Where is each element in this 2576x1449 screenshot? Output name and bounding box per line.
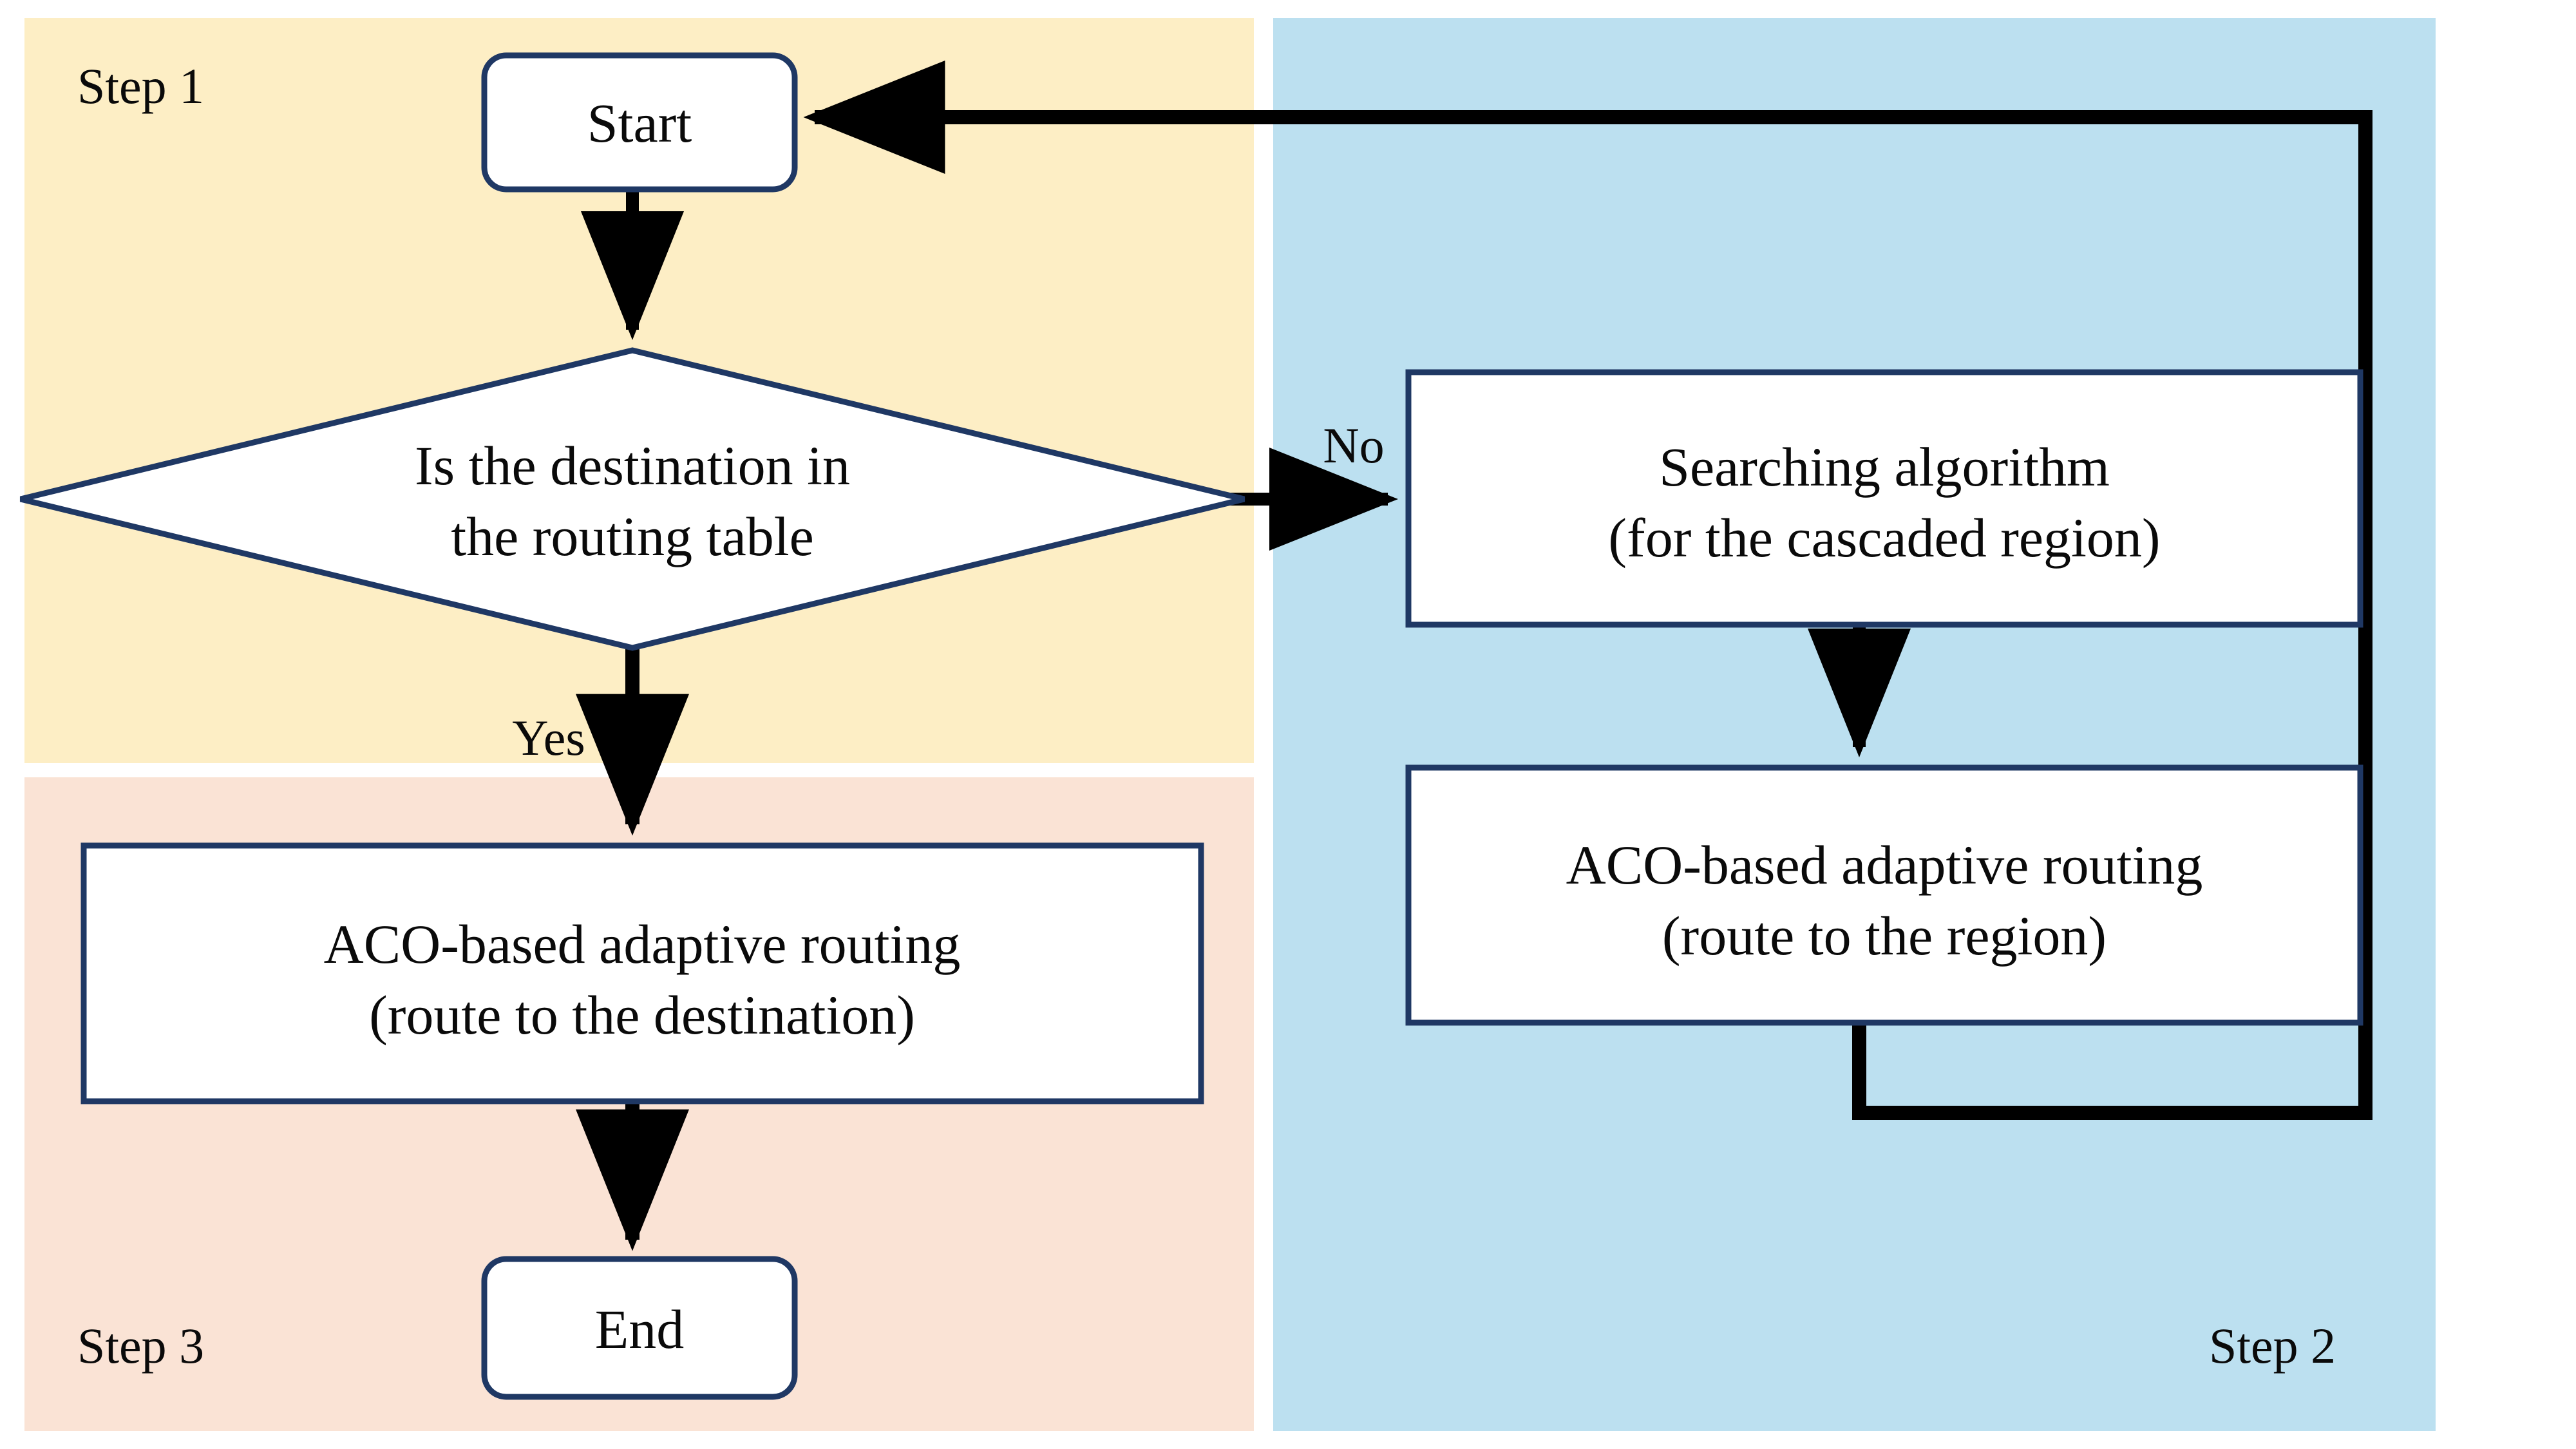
edge-feedback-loop-to-start	[803, 61, 2372, 1120]
node-start[interactable]: Start	[481, 52, 798, 193]
edge-label-no: No	[1323, 417, 1384, 473]
node-start-shape[interactable]	[481, 52, 798, 193]
region-backgrounds	[24, 18, 2436, 1431]
node-aco-region-label-line2: (route to the region)	[1662, 905, 2107, 967]
node-aco-destination-label-line2: (route to the destination)	[369, 984, 915, 1046]
node-start-label: Start	[587, 92, 692, 154]
node-end-shape[interactable]	[481, 1256, 798, 1400]
node-aco-region[interactable]: ACO-based adaptive routing (route to the…	[1405, 764, 2363, 1026]
node-aco-region-label-line1: ACO-based adaptive routing	[1566, 834, 2203, 896]
node-searching-algorithm-shape[interactable]	[1405, 369, 2363, 628]
node-end[interactable]: End	[481, 1256, 798, 1400]
node-searching-algorithm-label-line1: Searching algorithm	[1659, 436, 2110, 498]
edge-label-yes: Yes	[512, 710, 585, 766]
node-decision[interactable]: Is the destination in the routing table	[19, 347, 1245, 651]
node-end-label: End	[595, 1298, 685, 1360]
region-label-step1: Step 1	[77, 58, 204, 114]
node-searching-algorithm[interactable]: Searching algorithm (for the cascaded re…	[1405, 369, 2363, 628]
region-label-step2: Step 2	[2209, 1318, 2336, 1374]
node-aco-region-shape[interactable]	[1405, 764, 2363, 1026]
region-label-step3: Step 3	[77, 1318, 204, 1374]
connectors	[576, 61, 2372, 1251]
node-aco-destination-label-line1: ACO-based adaptive routing	[324, 913, 961, 975]
node-decision-label-line2: the routing table	[451, 506, 814, 567]
node-aco-destination-shape[interactable]	[80, 842, 1204, 1104]
node-decision-shape[interactable]	[19, 347, 1245, 651]
node-decision-label-line1: Is the destination in	[415, 435, 850, 497]
node-aco-destination[interactable]: ACO-based adaptive routing (route to the…	[80, 842, 1204, 1104]
node-searching-algorithm-label-line2: (for the cascaded region)	[1608, 507, 2160, 569]
